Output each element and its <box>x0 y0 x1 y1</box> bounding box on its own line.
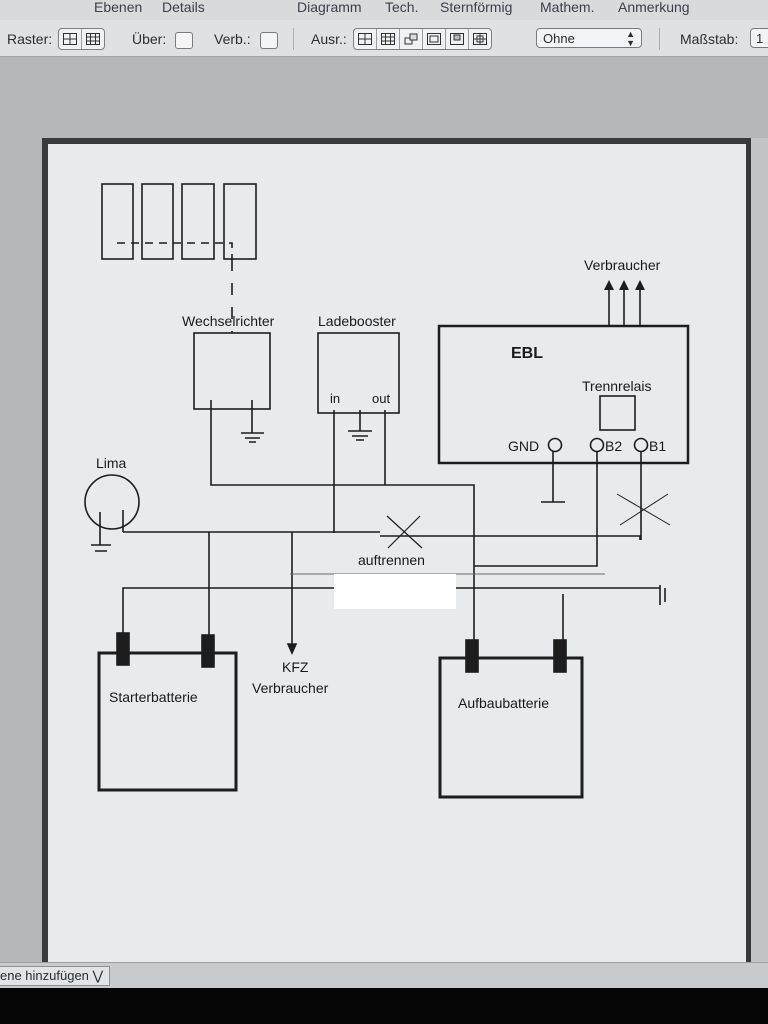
ladebooster-in-label: in <box>330 391 340 406</box>
menu-ebenen[interactable]: Ebenen <box>94 0 143 15</box>
ladebooster-out-label: out <box>372 391 390 406</box>
kfz-verbraucher-label: Verbraucher <box>252 680 329 696</box>
trennrelais-box[interactable] <box>599 395 636 431</box>
menu-diagramm[interactable]: Diagramm <box>297 0 362 15</box>
wechselrichter-label: Wechselrichter <box>182 313 275 329</box>
verbraucher-top-label: Verbraucher <box>584 257 661 273</box>
align-margin-icon[interactable] <box>446 29 469 49</box>
menu-tech[interactable]: Tech. <box>385 0 419 15</box>
wechselrichter-to-aufbau-wire <box>210 400 475 640</box>
solar-panel-wiring <box>117 242 233 259</box>
raster-button-group <box>58 28 105 50</box>
raster-label: Raster: <box>7 31 53 47</box>
document-page[interactable] <box>42 138 768 978</box>
verbraucher-arrow-3-icon <box>635 280 645 290</box>
grid-coarse-icon[interactable] <box>59 29 82 49</box>
ground-rail-wire <box>122 585 666 637</box>
verbraucher-output-wires <box>608 285 641 326</box>
starterbatterie-label: Starterbatterie <box>109 689 198 705</box>
ladebooster-label: Ladebooster <box>318 313 396 329</box>
snap-select[interactable]: Ohne ▲▼ <box>536 28 642 48</box>
page-shadow <box>746 138 768 984</box>
toolbar-divider-2 <box>659 28 660 50</box>
starter-terminal-plus-icon <box>201 634 215 668</box>
b1-label: B1 <box>649 438 666 454</box>
align-page-icon[interactable] <box>423 29 446 49</box>
b1-cross-icon <box>616 493 671 526</box>
trennrelais-label: Trennrelais <box>582 378 652 394</box>
solar-panel-3[interactable] <box>181 183 215 260</box>
ebl-label: EBL <box>511 345 543 362</box>
massstab-field[interactable]: 1 <box>750 28 768 48</box>
kfz-label: KFZ <box>282 659 309 675</box>
align-center-icon[interactable] <box>469 29 491 49</box>
menu-mathem[interactable]: Mathem. <box>540 0 595 15</box>
ladebooster-ground-icon <box>348 410 372 441</box>
starterbatterie-box[interactable] <box>97 651 238 792</box>
white-redaction-block <box>334 574 456 609</box>
solar-panel-2[interactable] <box>141 183 174 260</box>
auftrennen-label: auftrennen <box>358 552 425 568</box>
align-objects-icon[interactable] <box>400 29 423 49</box>
add-layer-button[interactable]: ene hinzufügen ⋁ <box>0 966 111 986</box>
solar-panel-4[interactable] <box>223 183 257 260</box>
snap-select-value: Ohne <box>543 31 575 46</box>
gnd-terminal-icon[interactable] <box>547 437 563 453</box>
massstab-value: 1 <box>756 31 764 46</box>
ebl-ground-icon <box>541 451 565 503</box>
wechselrichter-ground-icon <box>241 400 264 443</box>
ausr-label: Ausr.: <box>311 31 347 47</box>
kfz-arrow-icon <box>286 643 298 655</box>
verbraucher-arrow-2-icon <box>619 280 629 290</box>
status-bar <box>0 962 768 989</box>
menu-bar: Ebenen Details Diagramm Tech. Sternförmi… <box>0 0 768 20</box>
lima-circle[interactable] <box>84 474 140 530</box>
toolbar-divider <box>293 28 294 50</box>
b2-terminal-icon[interactable] <box>589 437 605 453</box>
b2-label: B2 <box>605 438 622 454</box>
wechselrichter-box[interactable] <box>193 332 271 410</box>
verbraucher-arrow-1-icon <box>604 280 614 290</box>
aufbaubatterie-box[interactable] <box>438 656 584 799</box>
lima-ground-icon <box>91 512 111 552</box>
align-button-group <box>353 28 492 50</box>
gnd-label: GND <box>508 438 539 454</box>
b2-wire <box>474 451 598 567</box>
align-grid-icon[interactable] <box>354 29 377 49</box>
verb-checkbox[interactable] <box>260 32 278 49</box>
page-edge <box>746 138 751 984</box>
menu-sternfoermig[interactable]: Sternförmig <box>440 0 513 15</box>
toolbar: Raster: Über: Verb.: Ausr.: Oh <box>0 20 768 57</box>
aufbau-terminal-minus-icon <box>553 639 567 673</box>
ueber-label: Über: <box>132 31 167 47</box>
ebl-box[interactable] <box>437 324 690 465</box>
ladebooster-box[interactable] <box>317 332 400 414</box>
starter-terminal-minus-icon <box>116 632 130 666</box>
aufbaubatterie-label: Aufbaubatterie <box>458 695 549 711</box>
auftrennen-cross-icon <box>386 515 423 549</box>
add-layer-label: ene hinzufügen <box>0 968 89 983</box>
updown-chevron-icon: ▲▼ <box>626 29 635 48</box>
grid-fine-icon[interactable] <box>82 29 104 49</box>
massstab-label: Maßstab: <box>680 31 739 47</box>
aufbau-terminal-plus-icon <box>465 639 479 673</box>
chevron-down-icon: ⋁ <box>92 968 104 983</box>
ueber-checkbox[interactable] <box>175 32 193 49</box>
align-fine-grid-icon[interactable] <box>377 29 400 49</box>
solar-panels[interactable] <box>101 183 257 333</box>
menu-details[interactable]: Details <box>162 0 205 15</box>
verb-label: Verb.: <box>214 31 251 47</box>
main-bus-wire <box>123 531 641 540</box>
monitor-bezel <box>0 988 768 1024</box>
lima-label: Lima <box>96 455 127 471</box>
b1-terminal-icon[interactable] <box>633 437 649 453</box>
menu-anmerkung[interactable]: Anmerkung <box>618 0 690 15</box>
solar-panel-1[interactable] <box>101 183 134 260</box>
